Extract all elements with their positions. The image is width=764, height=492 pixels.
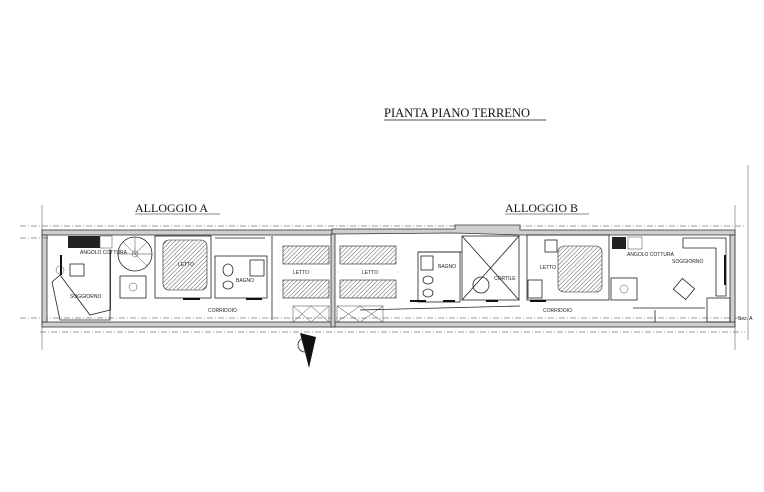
north-arrow-icon	[297, 333, 316, 368]
room-label: SOGGIORNO	[672, 259, 704, 265]
bathroom-fixtures	[222, 255, 434, 298]
room-label: ANGOLO COTTURA	[627, 252, 675, 258]
room-label: LETTO	[178, 262, 194, 268]
kitchen-b-fixtures	[612, 236, 727, 301]
door-marks	[60, 255, 726, 302]
room-label: LETTO	[362, 270, 378, 276]
section-mark: Sez. A	[738, 316, 753, 322]
room-labels: ANGOLO COTTURA SOGGIORNO LETTO BAGNO COR…	[70, 250, 753, 322]
room-label: LETTO	[540, 265, 556, 271]
kitchen-a-fixtures	[20, 235, 113, 249]
room-label: BAGNO	[236, 278, 254, 284]
room-label: BAGNO	[438, 264, 456, 270]
unit-a-label: ALLOGGIO A	[135, 201, 208, 215]
sofa-icon	[51, 263, 111, 321]
bed-icon	[162, 239, 603, 299]
room-label: CORTILE	[494, 276, 516, 282]
room-label: CORRIDOIO	[543, 308, 572, 314]
room-label: ANGOLO COTTURA	[80, 250, 128, 256]
plan-title: PIANTA PIANO TERRENO	[384, 106, 530, 120]
outer-walls	[41, 224, 736, 328]
spiral-staircase-icon	[117, 236, 153, 272]
interior-walls	[109, 234, 731, 323]
room-label: LETTO	[293, 270, 309, 276]
room-label: CORRIDOIO	[208, 308, 237, 314]
table-icon	[119, 275, 638, 301]
room-label: SOGGIORNO	[70, 294, 102, 300]
wardrobes	[292, 305, 384, 323]
unit-b-label: ALLOGGIO B	[505, 201, 578, 215]
